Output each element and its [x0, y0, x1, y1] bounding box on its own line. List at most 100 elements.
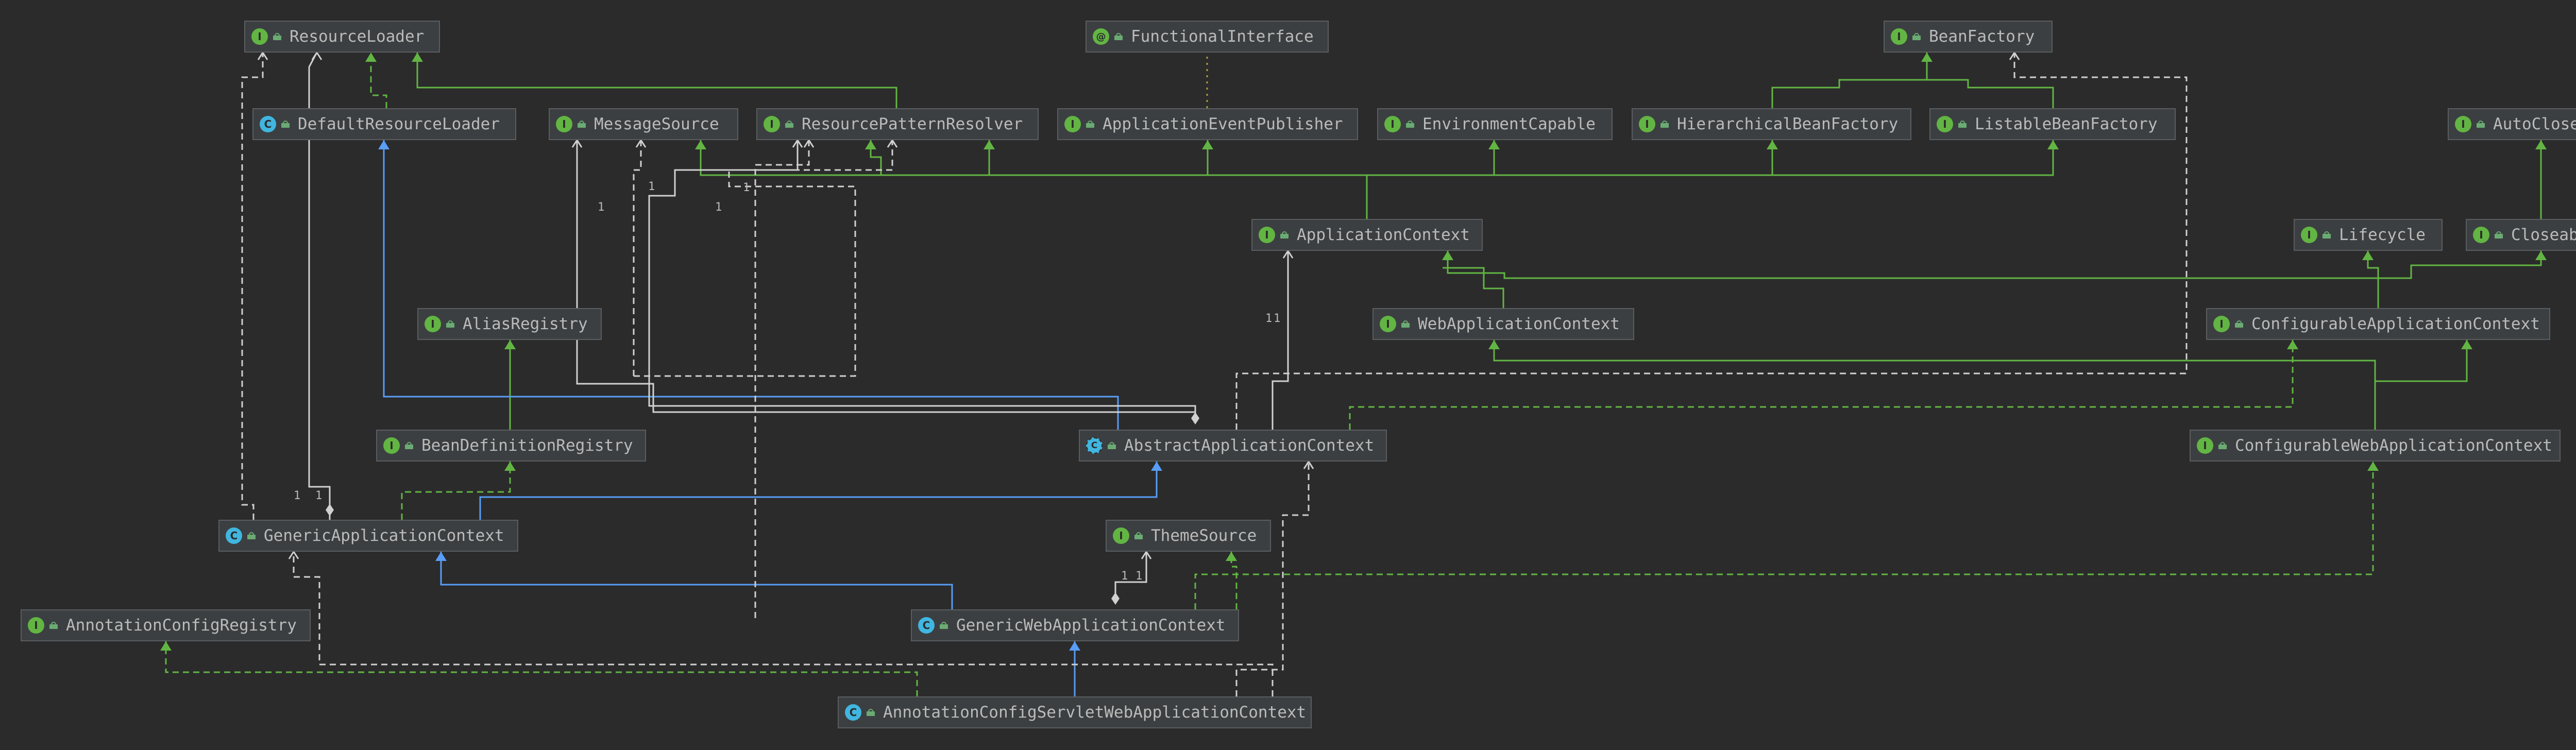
- interface-icon: I: [556, 116, 572, 132]
- multiplicity-label: 1: [598, 201, 605, 214]
- public-lock-icon: [273, 33, 281, 40]
- node-functional-interface[interactable]: @FunctionalInterface: [1086, 21, 1329, 53]
- public-lock-icon: [2495, 231, 2503, 238]
- arrow-head: [2367, 462, 2379, 471]
- arrow-head: [1303, 460, 1314, 469]
- class-icon: C: [918, 617, 935, 634]
- node-auto-closeable[interactable]: I AutoCloseable: [2448, 108, 2576, 140]
- interface-icon: I: [383, 437, 400, 454]
- arrow-head: [1442, 251, 1453, 260]
- node-label: AnnotationConfigRegistry: [66, 616, 297, 635]
- node-configurable-application-context[interactable]: I ConfigurableApplicationContext: [2206, 308, 2550, 340]
- edge-line: [2374, 340, 2468, 430]
- edge-extends: [700, 140, 1368, 219]
- node-label: DefaultResourceLoader: [298, 115, 500, 133]
- multiplicity-label: 1: [1136, 570, 1143, 583]
- interface-icon: I: [1380, 316, 1396, 332]
- interface-icon: I: [2197, 437, 2213, 454]
- node-label: ConfigurableWebApplicationContext: [2235, 436, 2552, 455]
- arrow-head: [865, 140, 876, 149]
- public-lock-icon: [940, 622, 948, 629]
- arrow-head: [257, 51, 268, 60]
- arrow-head: [2535, 251, 2547, 260]
- edge-line: [1927, 79, 2054, 108]
- interface-icon: I: [1384, 116, 1401, 132]
- edge-line: [370, 53, 387, 108]
- node-label: MessageSource: [594, 115, 719, 133]
- multiplicity-label: 1: [648, 180, 655, 193]
- node-label: AutoCloseable: [2493, 115, 2576, 133]
- node-label: HierarchicalBeanFactory: [1677, 115, 1899, 133]
- node-listable-bean-factory[interactable]: I ListableBeanFactory: [1929, 108, 2176, 140]
- public-lock-icon: [1958, 121, 1967, 128]
- node-theme-source[interactable]: I ThemeSource: [1106, 520, 1271, 552]
- edge-line: [754, 140, 810, 618]
- node-environment-capable[interactable]: I EnvironmentCapable: [1377, 108, 1613, 140]
- arrow-head: [412, 53, 423, 62]
- edge-line: [241, 53, 264, 520]
- composition-diamond: [326, 504, 334, 516]
- node-label: ThemeSource: [1151, 526, 1257, 545]
- node-bean-definition-registry[interactable]: I BeanDefinitionRegistry: [376, 430, 646, 462]
- abstract-class-icon: C: [1086, 437, 1103, 454]
- node-configurable-web-application-context[interactable]: I ConfigurableWebApplicationContext: [2190, 430, 2561, 462]
- interface-icon: I: [1937, 116, 1953, 132]
- composition-diamond: [1191, 412, 1199, 424]
- node-closeable[interactable]: ICloseable: [2466, 219, 2576, 251]
- interface-icon: I: [2213, 316, 2230, 332]
- multiplicity-label: 1: [315, 489, 323, 502]
- public-lock-icon: [281, 121, 290, 128]
- interface-icon: I: [1113, 527, 1129, 544]
- node-label: BeanDefinitionRegistry: [421, 436, 633, 455]
- arrow-head: [1226, 552, 1237, 561]
- class-icon: C: [226, 527, 242, 544]
- arrow-head: [1488, 340, 1500, 349]
- node-message-source[interactable]: I MessageSource: [549, 108, 738, 140]
- public-lock-icon: [1401, 320, 1410, 328]
- arrow-head: [1202, 140, 1213, 149]
- composition-diamond: [1111, 592, 1120, 605]
- public-lock-icon: [1280, 231, 1289, 238]
- arrow-head: [311, 51, 323, 60]
- edge-line: [2378, 251, 2542, 279]
- edge-line: [1771, 53, 1928, 108]
- node-label: AnnotationConfigServletWebApplicationCon…: [883, 703, 1307, 722]
- edge-line: [1194, 462, 2374, 609]
- arrow-head: [288, 550, 299, 559]
- node-label: GenericWebApplicationContext: [956, 616, 1226, 635]
- public-lock-icon: [2477, 121, 2485, 128]
- node-label: ListableBeanFactory: [1975, 115, 2158, 133]
- node-label: AliasRegistry: [463, 315, 588, 333]
- arrow-head: [378, 140, 389, 149]
- public-lock-icon: [867, 709, 875, 716]
- edge-line: [1207, 140, 1367, 176]
- interface-icon: I: [2455, 116, 2471, 132]
- multiplicity-label: 1: [1274, 312, 1281, 325]
- node-label: EnvironmentCapable: [1422, 115, 1596, 133]
- edge-line: [479, 462, 1158, 520]
- public-lock-icon: [578, 121, 586, 128]
- node-label: ConfigurableApplicationContext: [2251, 315, 2540, 333]
- node-generic-web-application-context[interactable]: C GenericWebApplicationContext: [911, 609, 1239, 641]
- arrow-head: [2009, 51, 2020, 60]
- edge-line: [383, 140, 1119, 430]
- edge-line: [1443, 267, 1504, 308]
- node-abstract-application-context[interactable]: C AbstractApplicationContext: [1079, 430, 1387, 462]
- edge-line: [633, 140, 642, 376]
- node-label: AbstractApplicationContext: [1124, 436, 1375, 455]
- node-label: Lifecycle: [2339, 226, 2426, 244]
